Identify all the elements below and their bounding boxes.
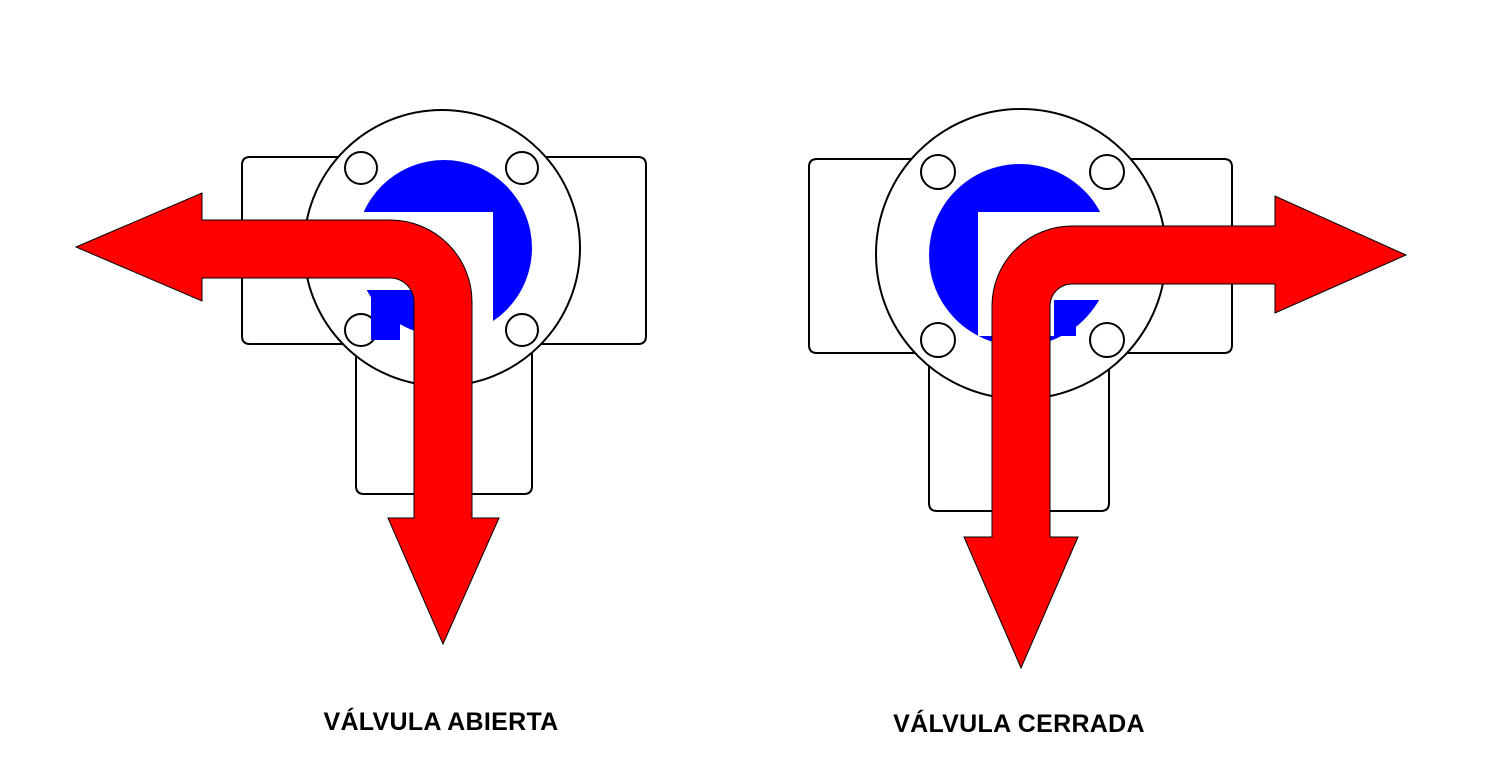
valve-closed-flow-arrow [963, 195, 1408, 670]
caption-valve-open: VÁLVULA ABIERTA [323, 708, 559, 736]
valve-open-bolt-holes [344, 151, 539, 347]
valve-open [74, 109, 647, 646]
caption-valve-closed: VÁLVULA CERRADA [893, 710, 1145, 738]
valve-closed [808, 108, 1408, 670]
valve-open-flow-arrow [74, 192, 500, 646]
valve-closed-bolt-holes [920, 154, 1125, 358]
